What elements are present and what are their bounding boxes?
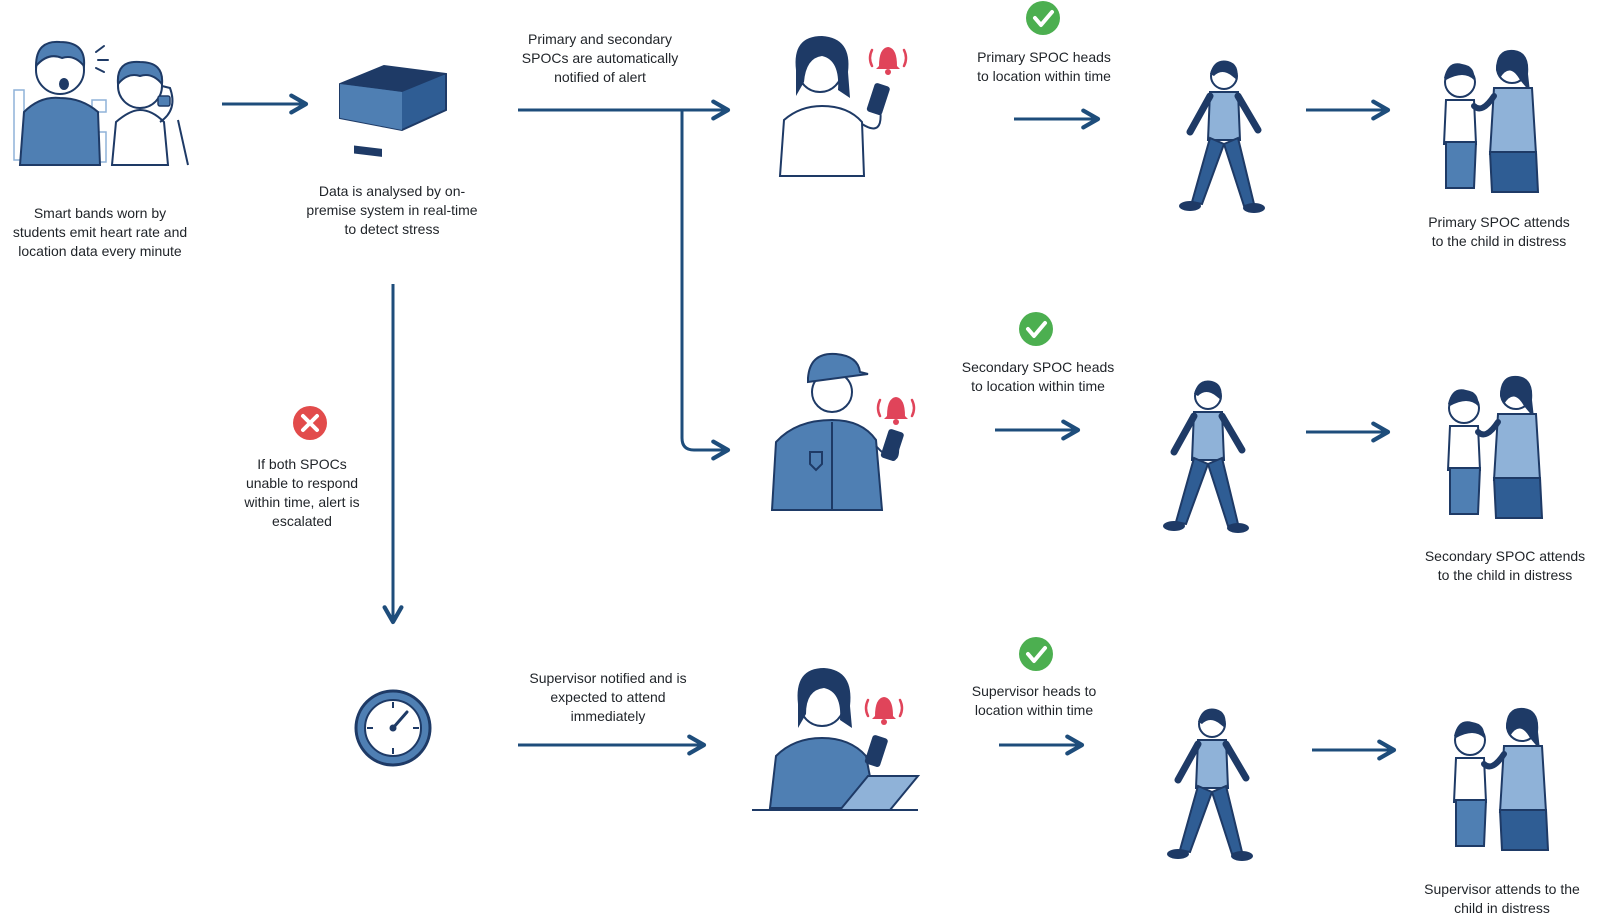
caption-supervisor-heads: Supervisor heads to location within time [971, 683, 1097, 718]
caption-supervisor-notified: Supervisor notified and is expected to a… [529, 670, 687, 724]
timer-icon [354, 689, 432, 767]
caption-supervisor-attends: Supervisor attends to the child in distr… [1424, 881, 1580, 916]
caption-smart-bands: Smart bands worn by students emit heart … [12, 205, 188, 259]
walking-person-icon-supervisor [1167, 709, 1253, 861]
attending-child-icon-secondary [1448, 376, 1542, 518]
attending-child-icon-primary [1444, 50, 1538, 192]
caption-primary-attends: Primary SPOC attends to the child in dis… [1428, 214, 1570, 249]
check-icon-primary [1024, 0, 1062, 37]
walking-person-icon-secondary [1163, 381, 1249, 533]
supervisor-laptop-alert-icon [752, 668, 921, 811]
students-smart-band-icon [13, 40, 189, 166]
caption-secondary-attends: Secondary SPOC attends to the child in d… [1424, 548, 1586, 583]
primary-spoc-phone-alert-icon [778, 36, 908, 177]
caption-primary-heads: Primary SPOC heads to location within ti… [977, 49, 1111, 84]
flow-arrows [222, 93, 1397, 761]
caption-secondary-heads: Secondary SPOC heads to location within … [961, 359, 1115, 394]
walking-person-icon-primary [1179, 61, 1265, 213]
check-icon-secondary [1017, 310, 1055, 348]
caption-spocs-notified: Primary and secondary SPOCs are automati… [521, 31, 679, 85]
cross-icon [293, 406, 327, 440]
check-icon-supervisor [1017, 635, 1055, 673]
secondary-spoc-phone-alert-icon [770, 352, 916, 511]
arrow-branch-to-secondary [680, 110, 731, 461]
attending-child-icon-supervisor [1454, 708, 1548, 850]
caption-data-analysed: Data is analysed by on- premise system i… [306, 183, 478, 237]
on-premise-device-icon [339, 64, 447, 157]
caption-escalated: If both SPOCs unable to respond within t… [244, 456, 360, 529]
